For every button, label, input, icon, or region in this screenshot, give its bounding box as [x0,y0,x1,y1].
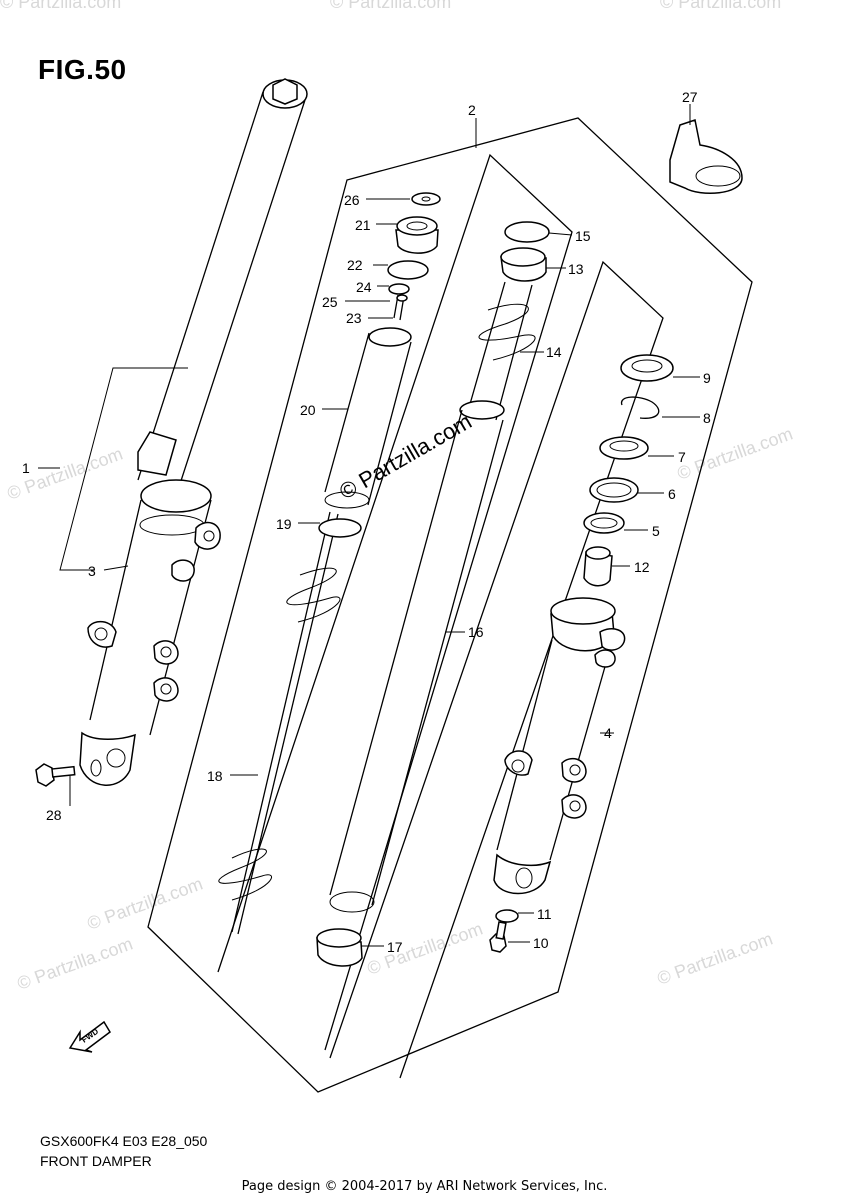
callout-14: 14 [546,344,562,360]
callout-24: 24 [356,279,372,295]
callout-12: 12 [634,559,650,575]
callout-9: 9 [703,370,711,386]
watermark: © Partzilla.com [675,423,796,483]
callout-27: 27 [682,89,698,105]
damper-rod-assembly [218,192,441,935]
watermark: © Partzilla.com [655,928,776,988]
leader-lines [38,104,700,947]
callout-3: 3 [88,563,96,579]
callout-4: 4 [604,725,612,741]
fwd-arrow-icon: FWD [68,1020,111,1053]
callout-11: 11 [537,906,552,922]
left-fork-leg [79,78,308,786]
watermark: © Partzilla.com [85,873,206,933]
callout-21: 21 [355,217,371,233]
callout-2: 2 [468,102,476,118]
callout-20: 20 [300,402,316,418]
watermark: © Partzilla.com [0,0,121,12]
watermark: © Partzilla.com [330,0,451,12]
callout-26: 26 [344,192,360,208]
callout-19: 19 [276,516,292,532]
inner-group-outline-2 [329,260,664,1079]
watermark: © Partzilla.com [660,0,781,12]
inner-tube-assembly [316,221,550,967]
outer-tube-assembly [489,119,743,953]
watermark: © Partzilla.com [15,933,136,993]
callout-13: 13 [568,261,584,277]
bolt-28 [35,763,76,787]
callout-23: 23 [346,310,362,326]
callout-8: 8 [703,410,711,426]
callout-22: 22 [347,257,363,273]
callout-7: 7 [678,449,686,465]
callout-17: 17 [387,939,403,955]
bracket-1-3 [59,367,188,571]
callout-16: 16 [468,624,484,640]
callout-25: 25 [322,294,338,310]
figure-caption: FRONT DAMPER [40,1153,152,1169]
callout-18: 18 [207,768,223,784]
callout-1: 1 [22,460,30,476]
callout-6: 6 [668,486,676,502]
page-credit: Page design © 2004-2017 by ARI Network S… [241,1179,608,1194]
inner-group-outline-1 [217,153,573,1051]
callout-10: 10 [533,935,549,951]
watermark-center: © Partzilla.com [335,409,476,505]
watermark: © Partzilla.com [365,918,486,978]
figure-title: FIG.50 [38,54,127,85]
callout-28: 28 [46,807,62,823]
callout-labels: 1 2 3 4 5 6 7 8 9 10 11 12 13 14 15 16 1… [22,89,711,955]
callout-15: 15 [575,228,591,244]
callout-5: 5 [652,523,660,539]
assembly-outline [147,117,753,1093]
model-code: GSX600FK4 E03 E28_050 [40,1133,208,1149]
